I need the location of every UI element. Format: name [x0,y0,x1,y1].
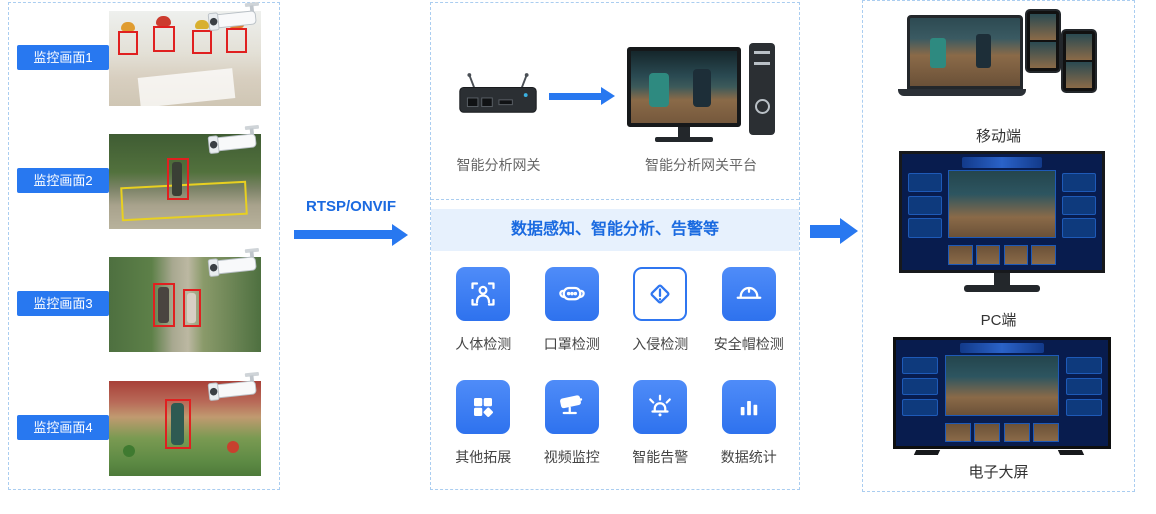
gateway-label: 智能分析网关 [456,157,541,173]
feature-label: 智能告警 [632,449,689,465]
feature-other-expand: 其他拓展 [439,380,528,467]
feature-label: 安全帽检测 [713,336,784,352]
camera-feed-1 [109,1,261,106]
camera-label-tag: 监控画面3 [17,291,109,316]
gateway-to-platform-arrow-icon [549,87,615,105]
big-screen-icon [893,337,1111,455]
dashboard-screen [896,340,1108,446]
feature-label: 入侵检测 [632,336,689,352]
mask-detect-icon [544,267,599,321]
gateway-platform-panel: 智能分析网关 智能分析网关平台 数据感知、智能分析、告警等 [430,2,800,490]
panel-divider [431,199,799,200]
pedestrian-scene [109,257,261,352]
protocol-label: RTSP/ONVIF [305,198,396,215]
feature-label: 人体检测 [455,336,512,352]
feature-video-monitor: 视频监控 [528,380,617,467]
bullet-camera-icon [207,247,260,277]
bullet-camera-icon [207,1,260,31]
camera-label-tag: 监控画面2 [17,168,109,193]
data-stats-icon [721,380,776,434]
feature-label: 其他拓展 [455,449,512,465]
intrusion-detect-icon [633,267,688,321]
camera-sources-panel: 监控画面1 监控画面2 [8,1,280,490]
bullet-camera-icon [207,124,260,154]
phone-icon [1061,29,1097,93]
mobile-terminal-label: 移动端 [975,128,1021,145]
platform-monitor-icon [627,47,741,142]
camera-feed-4 [109,371,261,476]
phone-icon [1025,9,1061,73]
feature-label: 口罩检测 [543,336,600,352]
big-screen-label: 电子大屏 [968,464,1029,481]
feature-human-detect: 人体检测 [439,267,528,354]
smart-alarm-icon [633,380,688,434]
camera-label-tag: 监控画面1 [17,45,109,70]
feature-helmet-detect: 安全帽检测 [705,267,794,354]
feature-label: 视频监控 [543,449,600,465]
helmet-detect-icon [721,267,776,321]
video-monitor-icon [544,380,599,434]
feature-mask-detect: 口罩检测 [528,267,617,354]
platform-tower-icon [749,43,775,135]
bullet-camera-icon [207,371,260,401]
feature-data-stats: 数据统计 [705,380,794,467]
capability-banner: 数据感知、智能分析、告警等 [431,209,799,251]
feature-grid: 人体检测 口罩检测 [439,267,793,467]
dashboard-screen [902,154,1102,270]
camera-label-tag: 监控画面4 [17,415,109,440]
feature-label: 数据统计 [720,449,777,465]
feature-smart-alarm: 智能告警 [616,380,705,467]
output-devices-panel: 移动端 PC端 [862,0,1135,492]
camera-feed-3 [109,247,261,352]
pc-monitor-icon [899,151,1105,292]
feature-intrusion-detect: 入侵检测 [616,267,705,354]
gateway-device-icon [459,73,537,113]
camera-feed-2 [109,124,261,229]
left-to-mid-arrow-icon [294,224,408,246]
market-scene [109,381,261,476]
expand-apps-icon [456,380,511,434]
pc-terminal-label: PC端 [980,312,1017,329]
workers-scene [109,11,261,106]
person-detect-icon [456,267,511,321]
laptop-icon [898,15,1026,96]
mid-to-right-arrow-icon [810,218,860,244]
intrusion-scene [109,134,261,229]
platform-label: 智能分析网关平台 [645,157,757,173]
